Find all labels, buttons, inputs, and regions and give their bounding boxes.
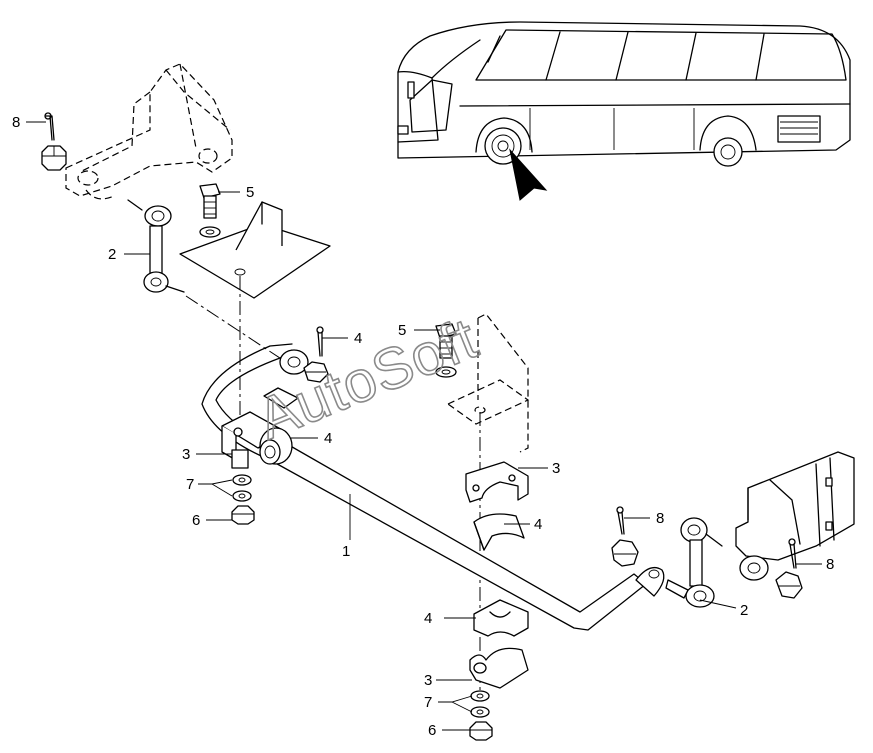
callout-4-bushing-left: 4 — [324, 430, 332, 447]
castle-nut-mid-right — [611, 539, 639, 567]
leader-lines — [26, 121, 822, 731]
cotter-pin-upper — [303, 326, 329, 383]
callout-4-lower: 4 — [424, 610, 432, 627]
cotter-pin-left — [44, 112, 55, 141]
callout-8-left: 8 — [12, 114, 20, 131]
assembly-lines — [185, 276, 481, 690]
callout-2-left: 2 — [108, 246, 116, 263]
bolt-top — [199, 183, 221, 238]
cotter-pin-right — [788, 538, 797, 569]
bus-illustration — [397, 21, 851, 201]
rubber-bushing-left — [259, 427, 293, 465]
callout-3-right: 3 — [552, 460, 560, 477]
callout-4-right: 4 — [534, 516, 542, 533]
castle-nut-left — [41, 145, 67, 171]
bushing-clamp-right — [465, 461, 529, 503]
callout-3-left: 3 — [182, 446, 190, 463]
callout-6-left: 6 — [192, 512, 200, 529]
stabilizer-bar — [201, 343, 665, 631]
link-rod-left — [127, 199, 185, 293]
callout-5-top: 5 — [246, 184, 254, 201]
callout-1: 1 — [342, 543, 350, 560]
callout-labels: 8 5 2 4 5 4 3 7 6 3 4 1 8 8 2 4 3 7 6 — [12, 114, 834, 739]
callout-8-right: 8 — [826, 556, 834, 573]
mounting-plate-left — [179, 201, 331, 299]
castle-nut-right — [775, 571, 803, 599]
bolt-middle — [435, 323, 457, 378]
washer-stack-lower — [470, 690, 490, 718]
mounting-plate-middle — [446, 313, 530, 453]
callout-5-mid: 5 — [398, 322, 406, 339]
rubber-bushing-lower — [473, 599, 529, 637]
watermark-text: AutoSoft — [249, 305, 487, 452]
link-rod-right — [665, 517, 723, 608]
left-frame-bracket — [65, 63, 233, 200]
callout-4-pin: 4 — [354, 330, 362, 347]
right-frame-bracket — [735, 451, 855, 581]
nut-left — [231, 505, 255, 525]
bushing-cap-lower — [469, 647, 529, 689]
callout-3-lower: 3 — [424, 672, 432, 689]
washer-stack-left — [232, 474, 252, 502]
callout-8-mid: 8 — [656, 510, 664, 527]
callout-7-lower: 7 — [424, 694, 432, 711]
cotter-pin-mid-right — [616, 506, 625, 535]
callout-6-lower: 6 — [428, 722, 436, 739]
callout-7-left: 7 — [186, 476, 194, 493]
nut-lower — [469, 721, 493, 741]
callout-2-right: 2 — [740, 602, 748, 619]
rubber-bushing-right — [473, 513, 525, 551]
